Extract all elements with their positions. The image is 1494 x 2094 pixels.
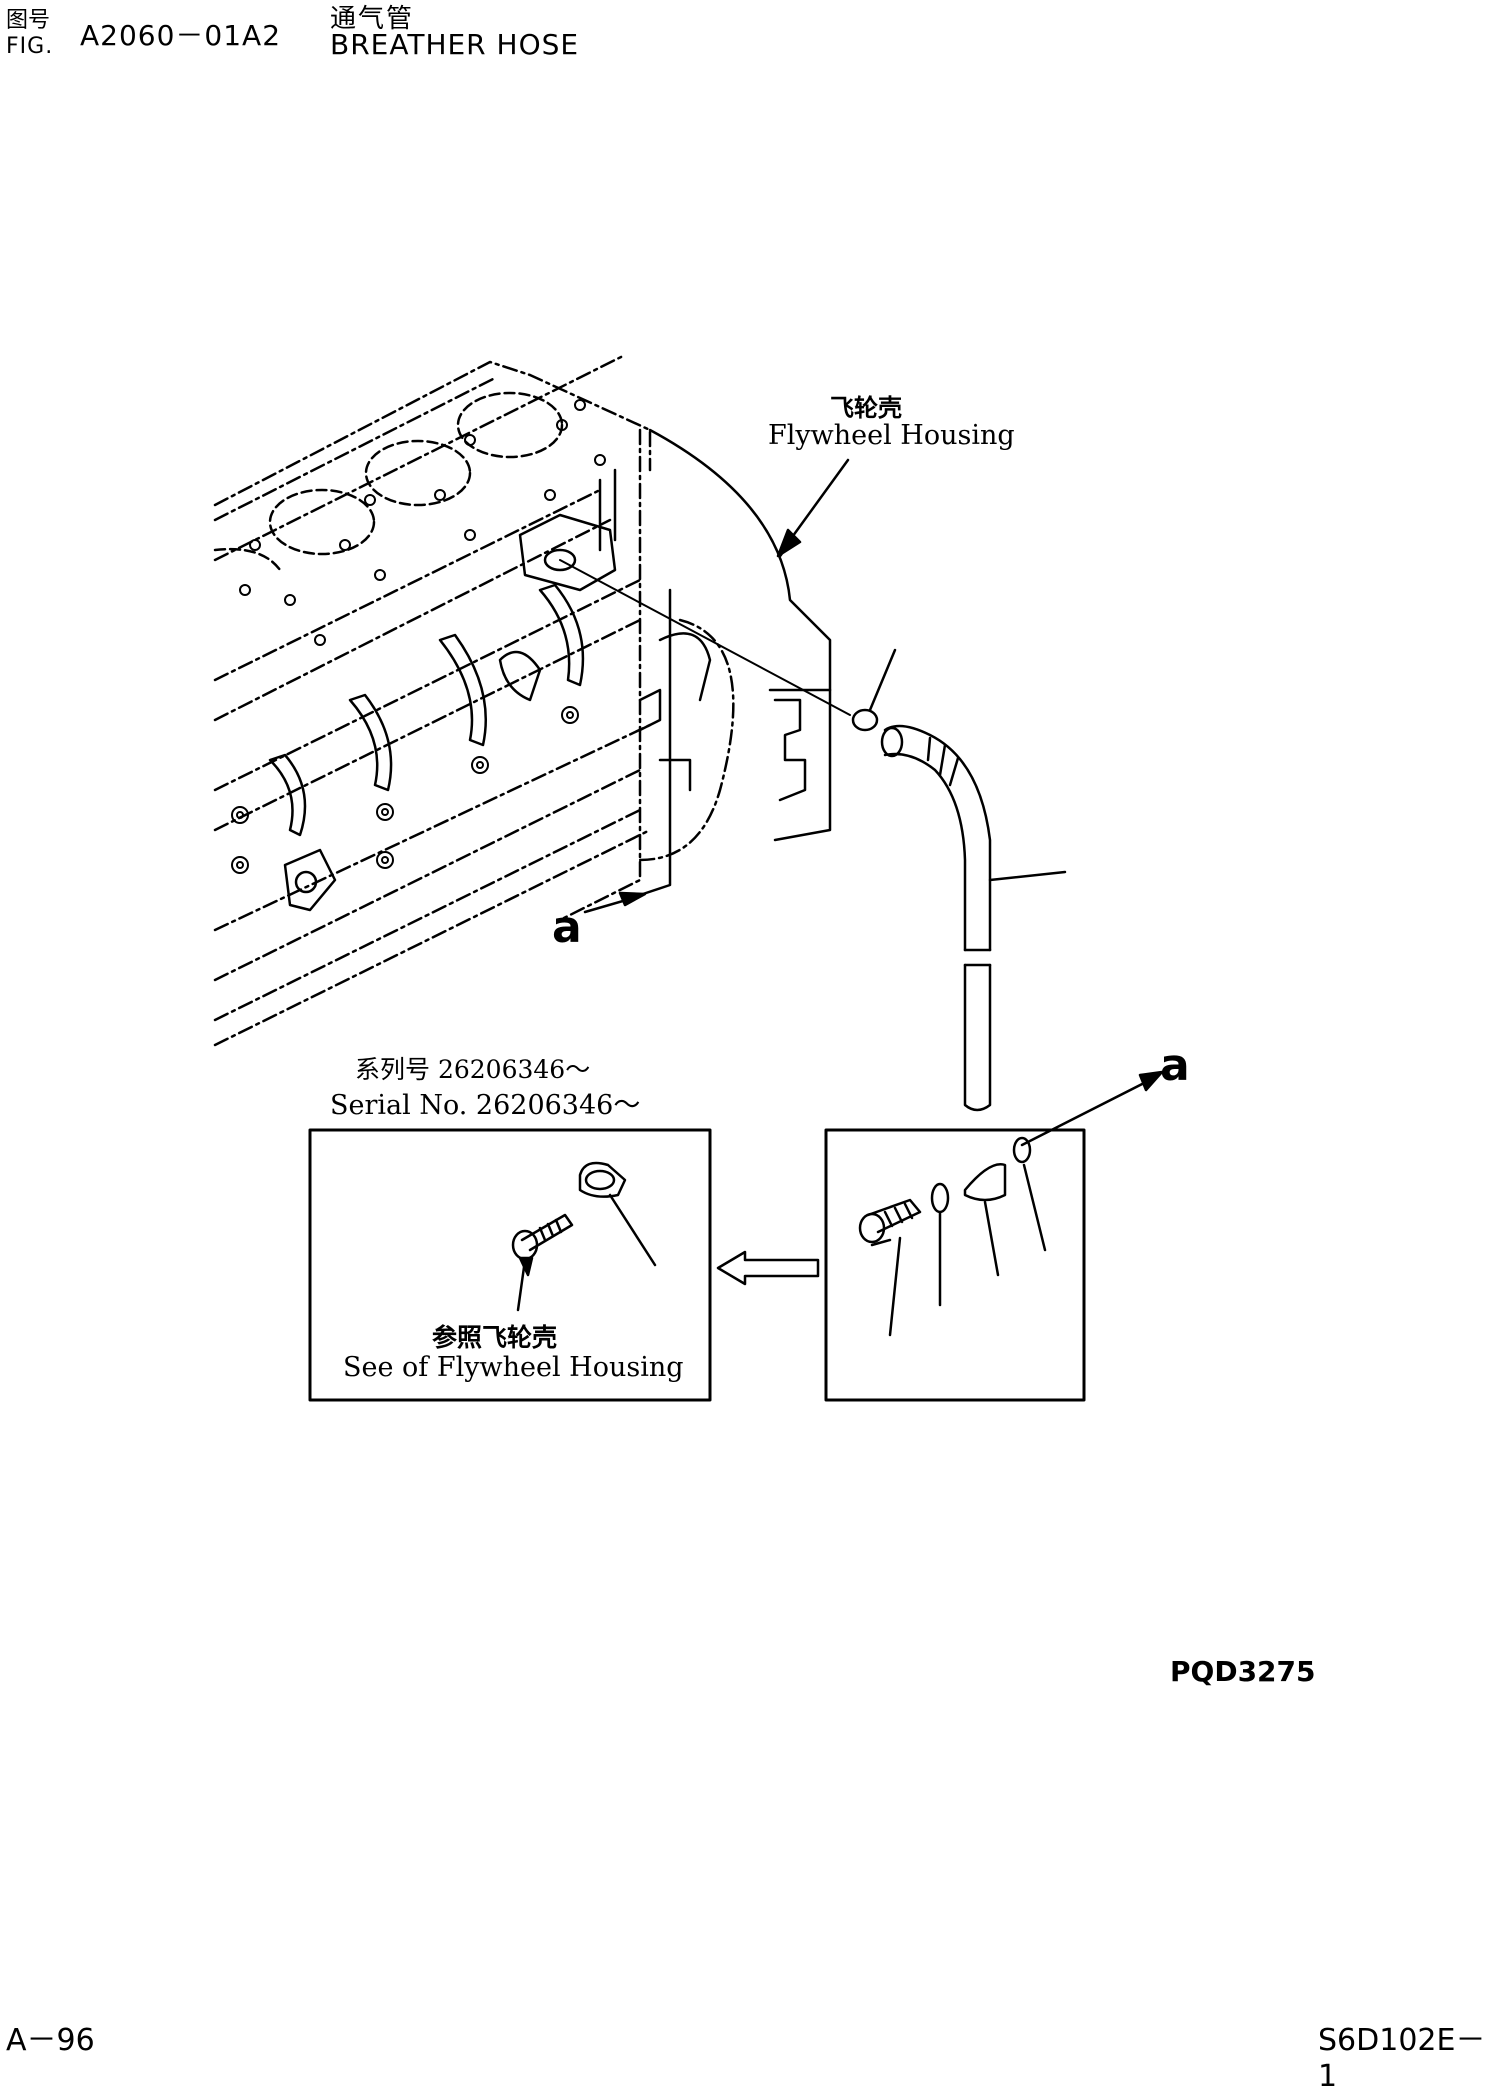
engine-block <box>213 353 735 1047</box>
serial-label-cn: 系列号 26206346～ <box>355 1055 591 1084</box>
hose-clamp <box>851 648 897 732</box>
reference-a-left: a <box>552 902 582 953</box>
see-reference-cn: 参照飞轮壳 <box>432 1323 558 1352</box>
deck-holes <box>239 399 606 646</box>
serial-label-en: Serial No. 26206346～ <box>330 1090 641 1121</box>
fig-label-cn: 图号 <box>6 8 51 33</box>
flywheel-housing-label-en: Flywheel Housing <box>768 420 1015 451</box>
cylinder-bores <box>213 391 564 572</box>
fig-number: A2060－01A2 <box>80 19 282 52</box>
right-box-parts <box>858 1070 1164 1337</box>
flywheel-leader <box>788 458 850 542</box>
detail-box-left <box>308 1128 712 1402</box>
title-en: BREATHER HOSE <box>330 28 580 61</box>
flywheel-housing <box>638 428 832 842</box>
block-bolts <box>231 706 579 874</box>
drawing-code: PQD3275 <box>1170 1655 1316 1688</box>
reference-a-right: a <box>1160 1040 1190 1091</box>
breather-hose <box>880 724 1067 1112</box>
see-reference-en: See of Flywheel Housing <box>343 1352 684 1383</box>
fig-label-en: FIG. <box>6 34 54 59</box>
title-cn: 通气管 <box>330 4 415 34</box>
model-number: S6D102E－1 <box>1318 2023 1486 2094</box>
page-number: A－96 <box>6 2023 95 2058</box>
block-ribs <box>268 583 585 912</box>
left-box-parts <box>511 1161 657 1312</box>
hollow-arrow <box>716 1250 820 1286</box>
breather-pipe-fitting <box>518 468 617 592</box>
flywheel-housing-label-cn: 飞轮壳 <box>830 393 902 422</box>
detail-box-right <box>824 1128 1086 1402</box>
